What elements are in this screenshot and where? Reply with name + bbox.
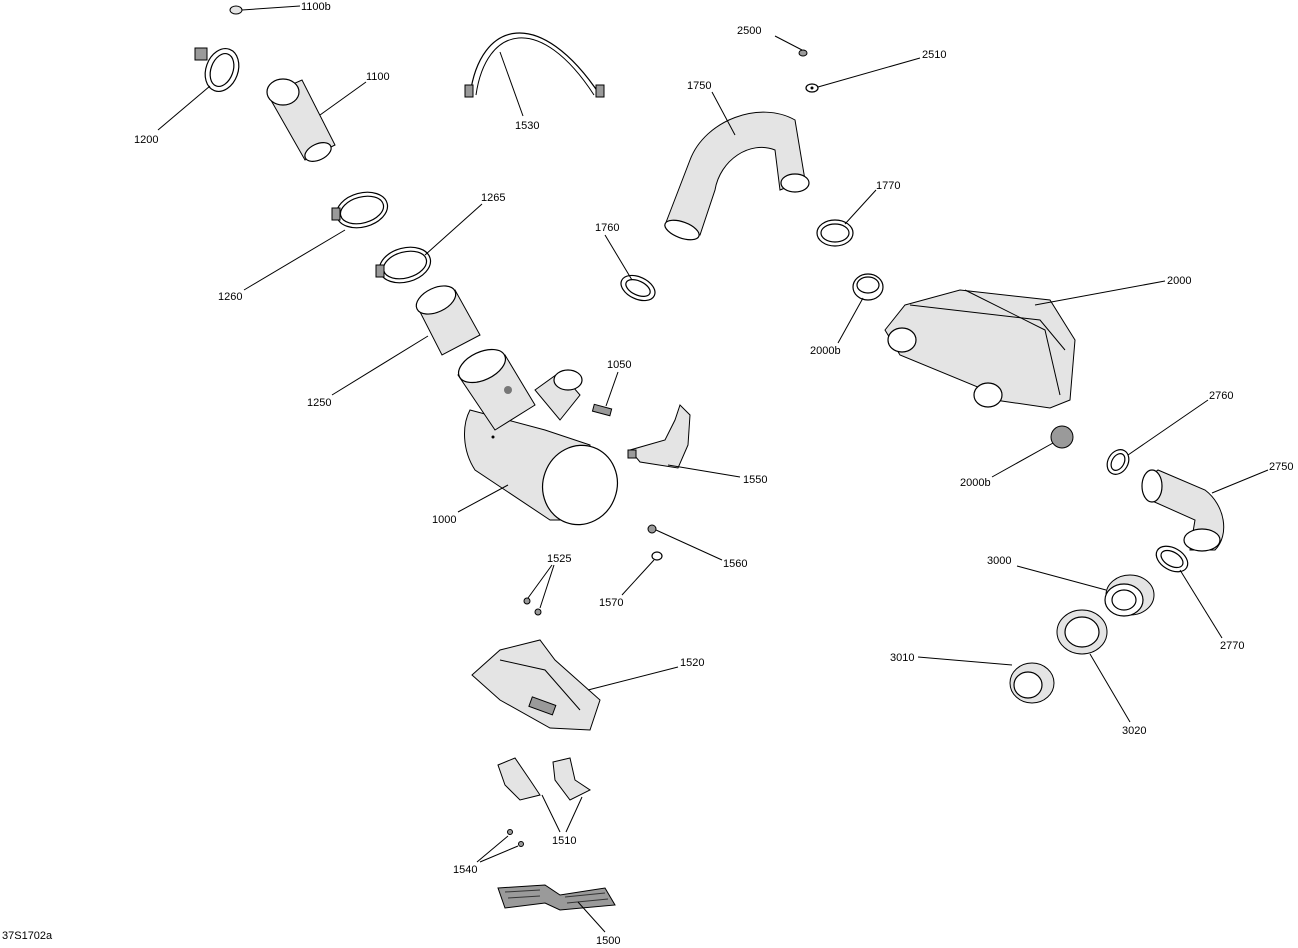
part-1540-screws	[507, 829, 524, 847]
label-1560: 1560	[723, 558, 747, 570]
label-1750: 1750	[687, 80, 711, 92]
part-1760-clamp	[620, 274, 656, 302]
label-2000b-top: 2000b	[810, 345, 841, 357]
label-2760: 2760	[1209, 390, 1233, 402]
part-1550-bracket	[627, 404, 691, 469]
diagram-reference-code: 37S1702a	[2, 930, 53, 942]
label-1530: 1530	[515, 120, 539, 132]
part-1750-elbow-pipe	[664, 111, 810, 241]
label-2510: 2510	[922, 49, 946, 61]
label-1250: 1250	[307, 397, 331, 409]
label-1200: 1200	[134, 134, 158, 146]
label-1525: 1525	[547, 553, 571, 565]
label-2000b-bottom: 2000b	[960, 477, 991, 489]
label-1050: 1050	[607, 359, 631, 371]
part-3010-ring	[1009, 662, 1055, 704]
label-3020: 3020	[1122, 725, 1146, 737]
label-3010: 3010	[890, 652, 914, 664]
label-1100: 1100	[366, 71, 390, 83]
part-2750-elbow	[1141, 469, 1225, 552]
part-1250-sleeve	[415, 285, 481, 356]
label-1100b: 1100b	[301, 1, 331, 13]
label-2000: 2000	[1167, 275, 1191, 287]
part-1100b-nut	[229, 5, 243, 15]
part-3000-adapter	[1104, 574, 1155, 617]
label-2770: 2770	[1220, 640, 1244, 652]
part-1770-clamp	[816, 219, 854, 247]
part-2500-bolt	[798, 49, 808, 57]
label-1265: 1265	[481, 192, 505, 204]
label-1570: 1570	[599, 597, 623, 609]
label-1510: 1510	[552, 835, 576, 847]
part-1530-strap	[464, 32, 605, 98]
part-2000b-bottom-ring	[1050, 425, 1074, 449]
part-1500-mesh-shield	[497, 884, 616, 911]
part-2770-clamp	[1155, 545, 1189, 573]
part-1000-silencer	[457, 348, 618, 526]
part-1050-sensor	[591, 403, 613, 417]
part-2000b-top-ring	[852, 273, 884, 301]
part-1260-clamp	[331, 191, 389, 229]
part-2510-washer	[805, 83, 819, 93]
label-1760: 1760	[595, 222, 619, 234]
part-3020-gasket	[1056, 609, 1108, 655]
label-1000: 1000	[432, 514, 456, 526]
label-1520: 1520	[680, 657, 704, 669]
label-1260: 1260	[218, 291, 242, 303]
label-2500: 2500	[737, 25, 761, 37]
part-1525-screws	[523, 597, 542, 616]
label-2750: 2750	[1269, 461, 1293, 473]
label-3000: 3000	[987, 555, 1011, 567]
leader-lines	[157, 5, 1269, 933]
part-2760-clamp	[1106, 449, 1130, 475]
label-1540: 1540	[453, 864, 477, 876]
part-1560-nut	[647, 524, 657, 534]
part-1265-clamp	[375, 246, 432, 284]
part-1510-brackets	[497, 757, 591, 801]
label-1550: 1550	[743, 474, 767, 486]
part-2000-muffler	[884, 289, 1076, 409]
part-1100-pipe	[266, 78, 336, 162]
label-1500: 1500	[596, 935, 620, 947]
part-1520-heat-shield	[471, 639, 601, 731]
part-1570-washer	[651, 551, 663, 561]
part-1200-clamp	[194, 47, 240, 92]
label-1770: 1770	[876, 180, 900, 192]
